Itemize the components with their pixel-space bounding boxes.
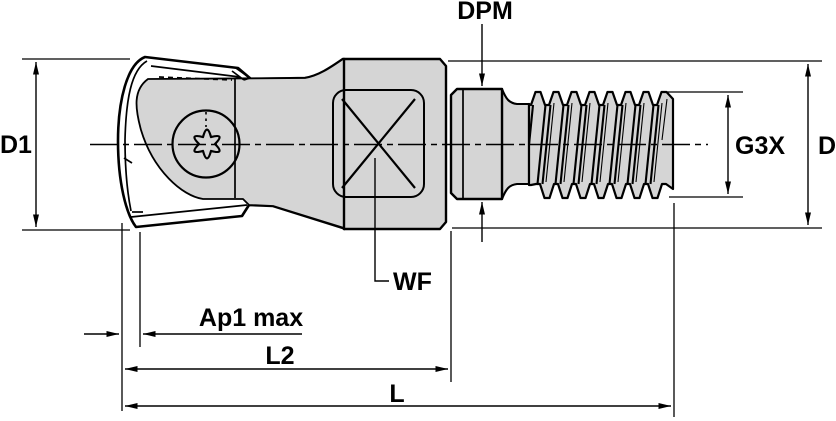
label-wf: WF bbox=[393, 268, 432, 296]
dim-l2: L2 bbox=[125, 342, 448, 372]
label-dpm: DPM bbox=[457, 0, 513, 25]
top-insert-edge bbox=[150, 65, 241, 78]
tool-body bbox=[342, 57, 448, 231]
dim-wf: WF bbox=[374, 158, 432, 296]
dim-dpm: DPM bbox=[457, 0, 513, 242]
wrench-flats-square bbox=[332, 89, 425, 198]
front-edge-tick bbox=[123, 157, 133, 164]
front-edge-curve bbox=[124, 60, 148, 212]
label-l: L bbox=[389, 380, 404, 408]
extension-lines bbox=[22, 58, 822, 417]
top-insert-hidden-edge bbox=[158, 76, 233, 81]
label-g3x: G3X bbox=[735, 132, 785, 160]
dim-g3x: G3X bbox=[725, 95, 785, 194]
dim-l: L bbox=[125, 380, 671, 409]
dim-d: D bbox=[805, 64, 836, 225]
thread-flank-lines-thin bbox=[545, 98, 668, 183]
label-l2: L2 bbox=[265, 342, 294, 370]
top-insert-tip bbox=[231, 67, 251, 81]
dim-ap1-max: Ap1 max bbox=[84, 304, 303, 337]
label-d1: D1 bbox=[0, 131, 32, 159]
tool-silhouette bbox=[116, 55, 675, 231]
label-ap1-max: Ap1 max bbox=[199, 304, 303, 332]
bottom-insert-edge bbox=[130, 204, 248, 218]
dim-d1: D1 bbox=[0, 62, 39, 227]
wrench-flats-x-mark bbox=[341, 98, 416, 189]
label-d: D bbox=[818, 132, 836, 160]
